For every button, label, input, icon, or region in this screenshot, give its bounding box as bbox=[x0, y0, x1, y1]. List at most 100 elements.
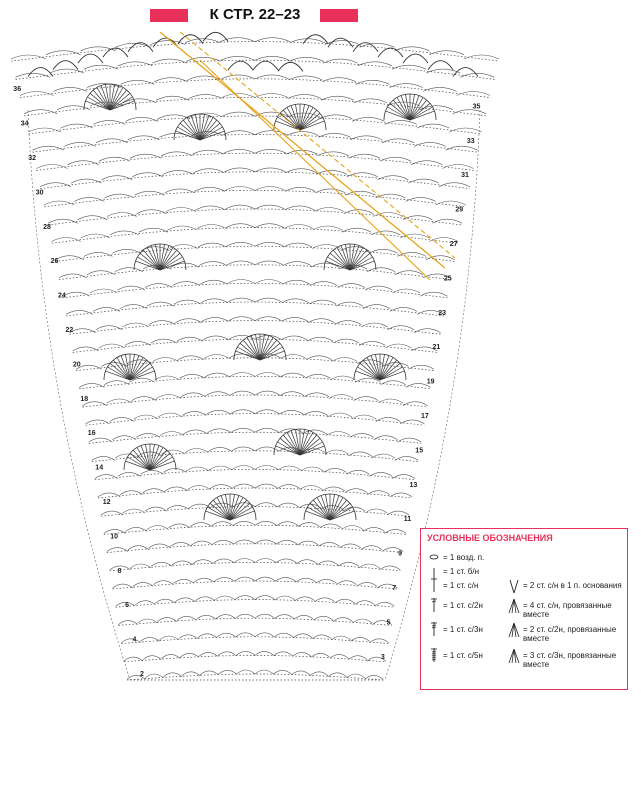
double-treble-icon bbox=[427, 620, 441, 638]
chain-loop bbox=[284, 225, 313, 229]
chain-loop bbox=[228, 280, 256, 284]
chain-loop bbox=[277, 503, 299, 507]
chain-loop bbox=[293, 634, 312, 638]
chain-loop bbox=[409, 365, 435, 369]
chain-loop bbox=[177, 616, 197, 620]
chain-loop bbox=[178, 356, 204, 360]
chain-loop bbox=[277, 522, 299, 526]
chain-loop bbox=[132, 173, 163, 177]
chain-loop bbox=[230, 373, 255, 377]
stitch-row bbox=[55, 246, 454, 261]
chain-loop bbox=[226, 224, 255, 228]
chain-loop bbox=[175, 598, 195, 602]
chain-loop bbox=[121, 80, 155, 84]
chain-loop bbox=[383, 362, 409, 366]
chain-loop bbox=[234, 559, 255, 563]
chain-loop bbox=[329, 395, 354, 399]
chain-loop bbox=[128, 136, 160, 140]
row-number: 34 bbox=[21, 121, 29, 128]
chain-loop bbox=[255, 633, 274, 637]
chain-loop bbox=[436, 201, 466, 205]
chain-loop bbox=[340, 544, 361, 548]
chain-loop bbox=[365, 509, 387, 513]
chain-loop bbox=[346, 674, 364, 678]
chain-loop bbox=[349, 154, 380, 158]
chain-loop bbox=[320, 524, 342, 528]
legend-item-label: = 1 ст. с/2н bbox=[443, 601, 513, 610]
chain-loop bbox=[309, 300, 336, 304]
chain-loop bbox=[388, 326, 415, 330]
chain-loop bbox=[233, 521, 255, 525]
chain-loop bbox=[255, 242, 284, 246]
legend-item-label: = 1 ст. с/5н bbox=[443, 651, 513, 660]
chain-loop bbox=[102, 362, 128, 366]
chain-loop bbox=[281, 336, 307, 340]
chain-loop bbox=[208, 429, 232, 433]
chain-loop bbox=[274, 633, 293, 637]
chain-loop bbox=[192, 541, 213, 545]
legend-item-label: = 2 ст. с/2н, провязанные вместе bbox=[523, 625, 623, 643]
chain-loop bbox=[365, 286, 393, 290]
chain-loop bbox=[378, 176, 409, 180]
chain-loop bbox=[300, 486, 322, 490]
chain-loop bbox=[255, 577, 275, 581]
chain-loop bbox=[374, 436, 398, 440]
chain-loop bbox=[214, 559, 235, 563]
two-tr-cluster-icon bbox=[507, 621, 521, 639]
chain-loop bbox=[273, 670, 291, 674]
chain-loop bbox=[156, 96, 189, 100]
chain-loop bbox=[417, 124, 449, 128]
chain-loop bbox=[336, 302, 363, 306]
row-number: 25 bbox=[444, 275, 452, 282]
chain-loop bbox=[231, 410, 255, 414]
chain-loop bbox=[225, 205, 255, 209]
chain-loop bbox=[321, 96, 354, 100]
row-number: 32 bbox=[28, 155, 36, 162]
chain-loop bbox=[225, 187, 255, 191]
chain-loop bbox=[73, 347, 99, 351]
chain-loop bbox=[314, 208, 344, 212]
chain-loop bbox=[221, 56, 255, 60]
chain-loop bbox=[255, 261, 283, 265]
chain-loop bbox=[276, 540, 297, 544]
chain-loop bbox=[255, 205, 285, 209]
chain-loop bbox=[370, 639, 389, 643]
chain-loop bbox=[336, 581, 356, 585]
chain-loop bbox=[414, 329, 441, 333]
stitch-row bbox=[48, 209, 462, 225]
chain-loop bbox=[168, 226, 197, 230]
legend-item-label: = 4 ст. с/н, провязанные вместе bbox=[523, 601, 623, 619]
chain-loop bbox=[40, 183, 71, 187]
row-number: 27 bbox=[450, 241, 458, 248]
chain-loop bbox=[61, 124, 93, 128]
chain-loop bbox=[123, 509, 145, 513]
row-number: 20 bbox=[73, 361, 81, 368]
stitch-row bbox=[82, 395, 427, 407]
chain-loop bbox=[286, 169, 317, 173]
chain-loop bbox=[330, 654, 349, 658]
chain-loop bbox=[367, 268, 395, 272]
row-number: 3 bbox=[381, 654, 385, 661]
chain-loop bbox=[255, 503, 277, 507]
chain-loop bbox=[255, 373, 280, 377]
chain-loop bbox=[227, 261, 255, 265]
chain-loop bbox=[255, 56, 289, 60]
chain-loop bbox=[216, 615, 236, 619]
chain-loop bbox=[84, 65, 118, 69]
chain-loop bbox=[169, 524, 191, 528]
chain-loop bbox=[231, 428, 255, 432]
chain-loop bbox=[110, 417, 134, 421]
chain-loop bbox=[305, 374, 330, 378]
chain-loop bbox=[229, 317, 256, 321]
chain-loop bbox=[281, 355, 307, 359]
chain-loop bbox=[36, 165, 67, 169]
guide-line-dashed bbox=[180, 32, 455, 258]
row-number: 28 bbox=[43, 224, 51, 231]
chain-loop bbox=[320, 115, 352, 119]
chain-loop bbox=[228, 298, 255, 302]
chain-loop bbox=[255, 317, 282, 321]
chain-loop bbox=[135, 601, 155, 605]
chain-loop bbox=[352, 117, 384, 121]
chain-loop bbox=[255, 75, 289, 79]
chain-loop bbox=[107, 213, 137, 217]
